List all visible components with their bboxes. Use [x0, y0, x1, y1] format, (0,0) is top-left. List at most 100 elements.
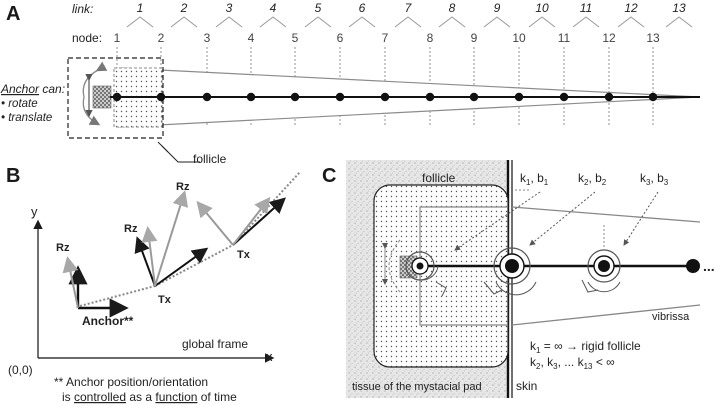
x-axis-label: x	[266, 349, 273, 364]
node-number-1: 1	[114, 31, 121, 45]
node-number-9: 9	[471, 31, 478, 45]
link-number-12: 12	[624, 1, 638, 15]
node2-damper-box	[483, 281, 503, 295]
node-dot-6	[335, 92, 345, 102]
link-dash-2	[154, 244, 234, 287]
node1-dot	[416, 262, 424, 270]
vibrissa-lower	[511, 304, 701, 326]
node-number-8: 8	[427, 31, 434, 45]
footnote-as-a: as a	[126, 390, 155, 404]
link-chevrons	[126, 16, 693, 28]
k1-rigid-label: k1 = ∞ → rigid follicle	[530, 339, 641, 355]
node2-spring-ring	[493, 247, 531, 285]
node3-damper	[587, 281, 621, 293]
link-chevron-7	[394, 16, 422, 28]
frame3-tx-label: Tx	[237, 249, 251, 261]
vibrissa-upper	[511, 206, 701, 223]
node-number-4: 4	[248, 31, 255, 45]
anchor-can: can:	[39, 82, 65, 96]
anchor-rz-arrow	[62, 256, 79, 309]
frame3-secondary-arrow	[154, 190, 189, 287]
ellipsis-label: ...	[703, 258, 715, 274]
link-dash-1	[79, 285, 156, 307]
link-chevron-3	[215, 16, 243, 28]
node-number-10: 10	[512, 31, 526, 45]
node-dot-10	[514, 92, 524, 102]
link-chevron-13	[665, 16, 693, 28]
footnote-line2: is controlled as a function of time	[62, 390, 237, 404]
node-number-2: 2	[158, 31, 165, 45]
node-dots	[112, 92, 658, 102]
panel-c-letter: C	[322, 165, 336, 187]
k3b3-label: k3, b3	[640, 171, 669, 187]
node-dot-3	[202, 92, 212, 102]
node-dot-4	[246, 92, 256, 102]
link-chevron-8	[438, 16, 466, 28]
follicle-callout-tick	[157, 141, 169, 153]
k-finite-label: k2, k3, ... k13 < ∞	[530, 355, 615, 371]
anchor-c-rotate	[388, 239, 401, 293]
node-dot-13	[648, 92, 658, 102]
frame3-x-arrow	[232, 197, 286, 246]
link-number-2: 2	[180, 1, 188, 15]
link-number-11: 11	[580, 1, 592, 15]
node-dot-7	[380, 92, 390, 102]
end-node-dot	[686, 259, 700, 273]
k2b2-label: k2, b2	[578, 171, 607, 187]
frame2-x-arrow	[154, 247, 209, 287]
link-number-4: 4	[270, 1, 277, 15]
anchor-rz-label: Rz	[56, 242, 70, 254]
link-chevron-5	[304, 16, 332, 28]
panel-c: C follicle vibrissa	[322, 160, 715, 398]
link-chevron-10	[528, 16, 556, 28]
k3-arrow	[623, 191, 659, 246]
link-dash-3	[232, 171, 301, 246]
node1-damper-box	[435, 281, 447, 297]
footnote-of-time: of time	[197, 390, 237, 404]
panel-b-letter: B	[6, 165, 20, 187]
node1-spring-ring	[405, 251, 435, 281]
link-chevron-4	[259, 16, 287, 28]
follicle-label-a: follicle	[193, 152, 227, 166]
footnote-is: is	[62, 390, 74, 404]
origin-label: (0,0)	[8, 363, 33, 377]
node-number-7: 7	[382, 31, 389, 45]
node1-damper	[421, 265, 439, 281]
link-chevron-12	[617, 16, 645, 28]
rotate-label: • rotate	[1, 98, 38, 110]
follicle-label-c: follicle	[422, 171, 456, 185]
anchor-can-label: Anchor can:	[0, 82, 65, 96]
node-number-12: 12	[602, 31, 616, 45]
skin-label: skin	[516, 379, 537, 393]
link-number-13: 13	[672, 1, 686, 15]
node-number-3: 3	[204, 31, 211, 45]
link-number-5: 5	[315, 1, 322, 15]
k1-arrow	[454, 191, 541, 251]
node-dot-9	[469, 92, 479, 102]
tissue-label: tissue of the mystacial pad	[352, 381, 482, 393]
link-chevron-2	[170, 16, 198, 28]
node-number-13: 13	[646, 31, 660, 45]
footnote-line1: ** Anchor position/orientation	[54, 375, 208, 389]
node-label: node:	[72, 31, 102, 45]
footnote-function: function	[155, 390, 197, 404]
node2-dot	[505, 259, 519, 273]
anchor-label-b: Anchor**	[82, 314, 134, 328]
node-number-11: 11	[558, 31, 571, 45]
vibrissa-label: vibrissa	[652, 311, 690, 323]
node-dot-12	[604, 92, 614, 102]
k2-arrow	[529, 191, 596, 246]
node-dot-5	[290, 92, 300, 102]
link-label: link:	[72, 2, 93, 16]
link-number-10: 10	[535, 1, 549, 15]
link-number-9: 9	[494, 1, 501, 15]
translate-label: • translate	[1, 112, 52, 124]
node-dot-2	[156, 92, 166, 102]
anchor-block	[92, 85, 112, 109]
link-number-1: 1	[137, 1, 144, 15]
node2-damper	[495, 281, 537, 296]
node3-damper-box	[581, 279, 599, 293]
link-chevron-9	[483, 16, 511, 28]
